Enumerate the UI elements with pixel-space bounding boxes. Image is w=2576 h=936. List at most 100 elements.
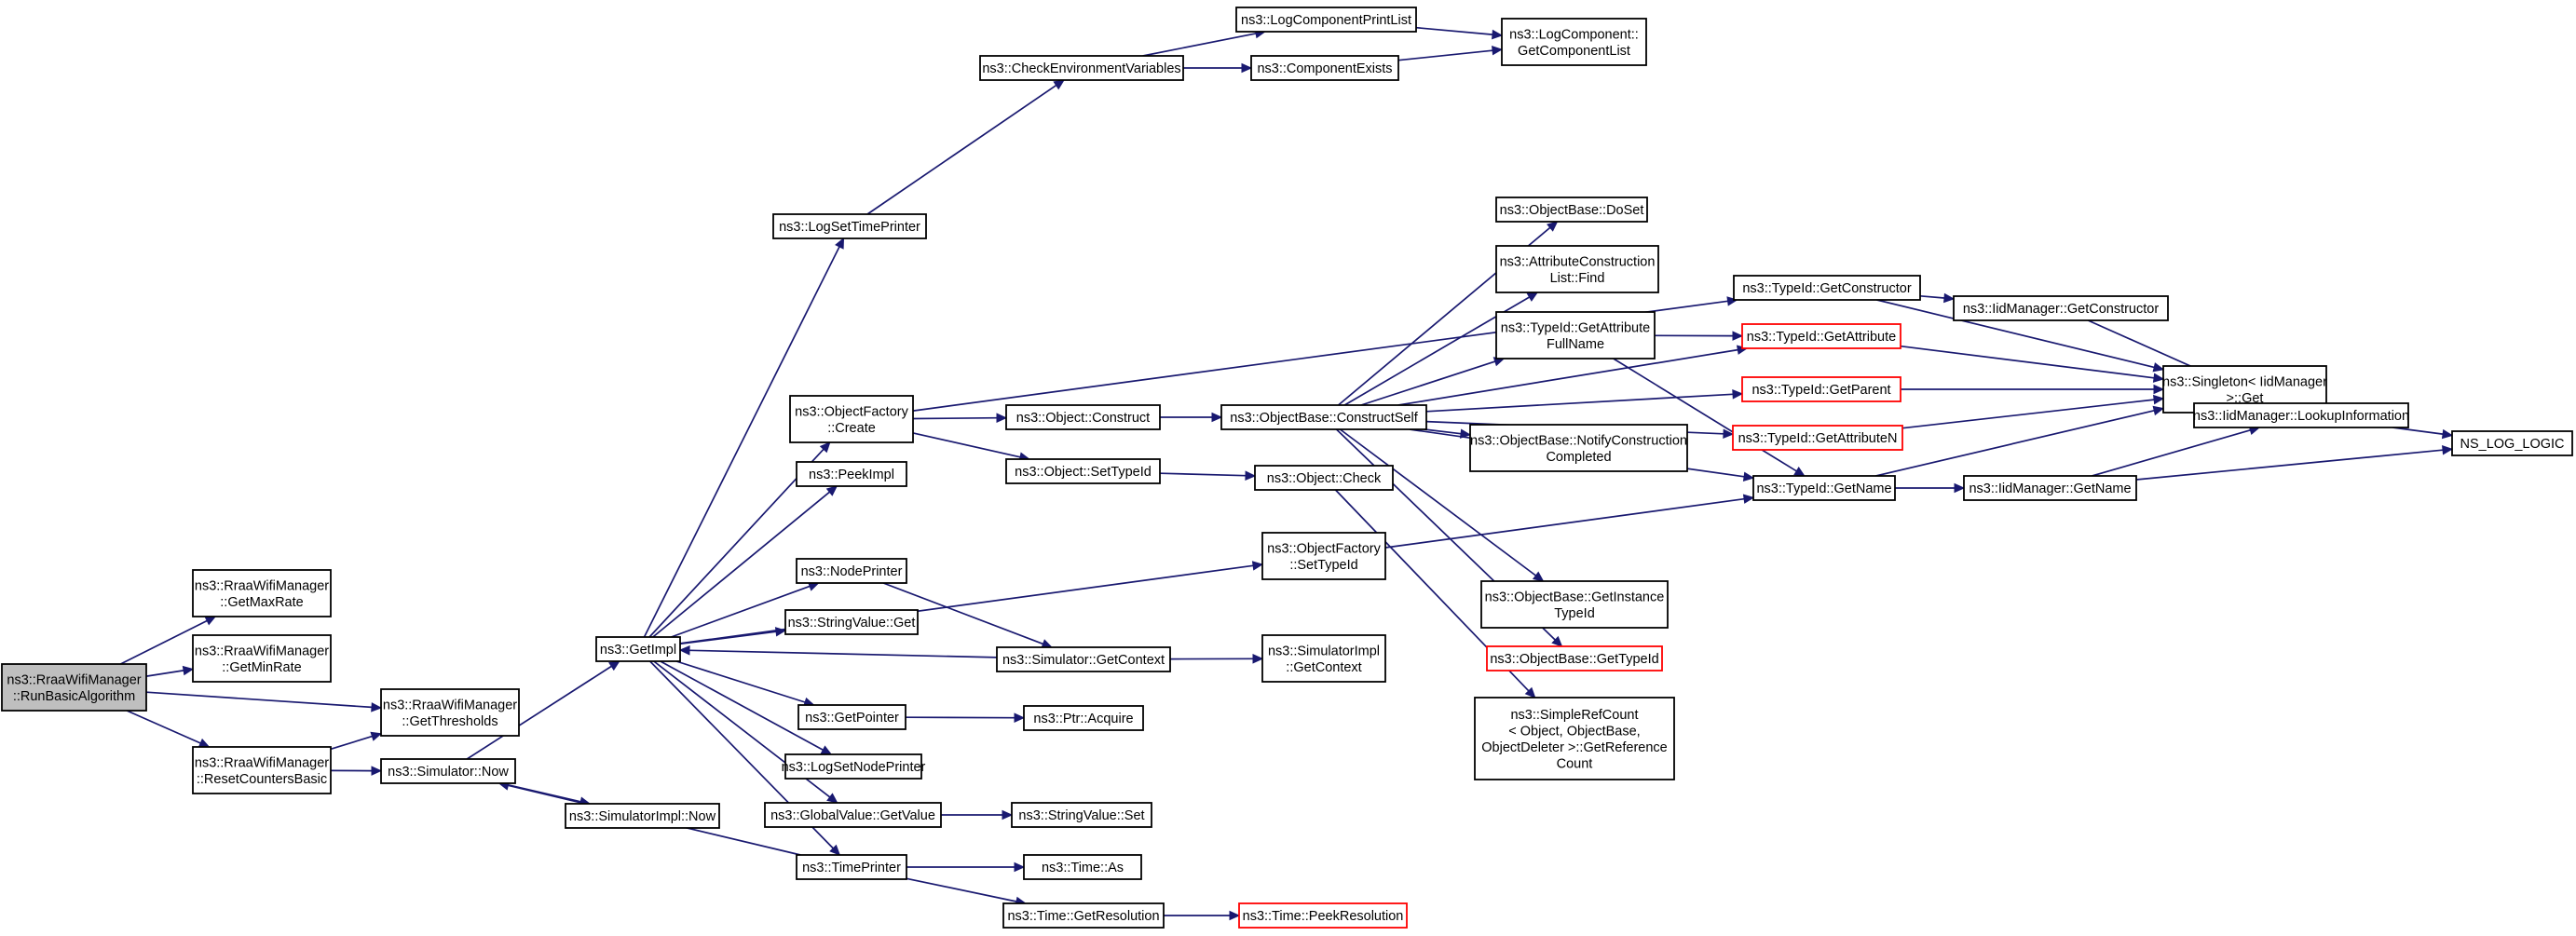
node-iidmgrgetname[interactable]: ns3::IidManager::GetName	[1963, 475, 2137, 501]
node-typeidgetattribute[interactable]: ns3::TypeId::GetAttribute	[1741, 323, 1901, 349]
node-lookupinfo[interactable]: ns3::IidManager::LookupInformation	[2193, 402, 2409, 428]
node-typeidgetname[interactable]: ns3::TypeId::GetName	[1752, 475, 1896, 501]
node-box	[1741, 376, 1901, 402]
edge-getattrfullname-to-typeidgetattribute	[1654, 331, 1744, 341]
edge-typeidgetconstructor-to-iidmgrgetconstructor	[1919, 292, 1956, 304]
node-box	[1235, 7, 1417, 33]
node-stringvalueget[interactable]: ns3::StringValue::Get	[784, 609, 919, 635]
node-simplerefcount[interactable]: ns3::SimpleRefCount< Object, ObjectBase,…	[1474, 697, 1675, 780]
node-iidmgrgetconstructor[interactable]: ns3::IidManager::GetConstructor	[1953, 295, 2169, 321]
node-box	[1023, 854, 1142, 880]
node-stringvalueset[interactable]: ns3::StringValue::Set	[1011, 802, 1152, 828]
node-ptracquire[interactable]: ns3::Ptr::Acquire	[1023, 705, 1144, 731]
edge-getimpl-to-getpointer	[675, 660, 815, 707]
node-label: ns3::StringValue::Set	[1018, 808, 1144, 823]
node-simnow[interactable]: ns3::Simulator::Now	[380, 758, 516, 784]
edge-objectconstruct-to-constructself	[1160, 412, 1223, 423]
node-label: NS_LOG_LOGIC	[2460, 437, 2564, 452]
node-label: ns3::TypeId::GetParent	[1751, 383, 1890, 398]
node-box	[796, 558, 907, 584]
node-getminrate[interactable]: ns3::RraaWifiManager::GetMinRate	[192, 634, 332, 683]
node-timeprinter[interactable]: ns3::TimePrinter	[796, 854, 907, 880]
node-label: ns3::ObjectBase::GetInstance	[1485, 590, 1665, 604]
node-constructself[interactable]: ns3::ObjectBase::ConstructSelf	[1220, 404, 1427, 430]
node-root[interactable]: ns3::RraaWifiManager::RunBasicAlgorithm	[1, 663, 147, 712]
node-timegetres[interactable]: ns3::Time::GetResolution	[1002, 902, 1165, 929]
node-label: ns3::RraaWifiManager	[195, 755, 329, 770]
edge-objfactorycreate-to-objectsettypeid	[912, 432, 1030, 462]
node-label: ns3::LogSetNodePrinter	[782, 760, 926, 775]
node-box	[1495, 245, 1659, 293]
node-box	[1733, 275, 1921, 301]
node-timeas[interactable]: ns3::Time::As	[1023, 854, 1142, 880]
node-label: ns3::Simulator::GetContext	[1002, 653, 1165, 668]
node-label: ns3::TypeId::GetAttributeN	[1738, 431, 1898, 446]
node-label: ns3::GetPointer	[805, 711, 899, 726]
node-notifyconst[interactable]: ns3::ObjectBase::NotifyConstructionCompl…	[1469, 424, 1688, 472]
node-simgetcontext[interactable]: ns3::Simulator::GetContext	[996, 646, 1171, 672]
node-timepeekres[interactable]: ns3::Time::PeekResolution	[1238, 902, 1408, 929]
node-typeidgetparent[interactable]: ns3::TypeId::GetParent	[1741, 376, 1901, 402]
node-box	[1254, 465, 1394, 491]
node-logsetnodeprinter[interactable]: ns3::LogSetNodePrinter	[782, 753, 926, 780]
node-getthresholds[interactable]: ns3::RraaWifiManager::GetThresholds	[380, 688, 520, 737]
node-label: < Object, ObjectBase,	[1508, 724, 1640, 739]
node-label: ::RunBasicAlgorithm	[13, 689, 135, 704]
node-label: ns3::Object::Construct	[1016, 411, 1150, 426]
node-label: Completed	[1546, 450, 1611, 465]
edge-getimpl-to-objfactorycreate	[648, 441, 831, 638]
node-resetcounters[interactable]: ns3::RraaWifiManager::ResetCountersBasic	[192, 746, 332, 794]
edge-typeidgetattribute-to-singletonget	[1900, 345, 2165, 383]
node-logcompgetlist[interactable]: ns3::LogComponent::GetComponentList	[1501, 18, 1647, 66]
node-singletonget[interactable]: ns3::Singleton< IidManager>::Get	[2162, 365, 2327, 414]
node-logcompprintlist[interactable]: ns3::LogComponentPrintList	[1235, 7, 1417, 33]
node-objfactorycreate[interactable]: ns3::ObjectFactory::Create	[789, 395, 914, 443]
node-simimplgetcontext[interactable]: ns3::SimulatorImpl::GetContext	[1261, 634, 1386, 683]
node-label: ns3::LogSetTimePrinter	[779, 220, 920, 235]
node-label: ns3::NodePrinter	[801, 564, 903, 579]
node-getmaxrate[interactable]: ns3::RraaWifiManager::GetMaxRate	[192, 569, 332, 617]
node-globalvaluegetvalue[interactable]: ns3::GlobalValue::GetValue	[764, 802, 942, 828]
node-checkenv[interactable]: ns3::CheckEnvironmentVariables	[979, 55, 1184, 81]
node-label: ::GetContext	[1286, 660, 1361, 675]
node-objectsettypeid[interactable]: ns3::Object::SetTypeId	[1005, 458, 1161, 484]
node-getimpl[interactable]: ns3::GetImpl	[595, 636, 681, 662]
edge-iidmgrgetname-to-lookupinfo	[2092, 425, 2261, 477]
node-label: ns3::RraaWifiManager	[195, 644, 329, 658]
node-label: ns3::Time::As	[1042, 861, 1124, 875]
node-nodeprinter[interactable]: ns3::NodePrinter	[796, 558, 907, 584]
node-nslogiclogic[interactable]: NS_LOG_LOGIC	[2451, 430, 2573, 456]
node-peekimpl[interactable]: ns3::PeekImpl	[796, 461, 907, 487]
edge-constructself-to-getinstancetypeid	[1339, 428, 1545, 582]
node-label: ns3::Object::Check	[1267, 471, 1382, 486]
node-typeidgetconstructor[interactable]: ns3::TypeId::GetConstructor	[1733, 275, 1921, 301]
node-getpointer[interactable]: ns3::GetPointer	[797, 704, 906, 730]
node-simimplnow[interactable]: ns3::SimulatorImpl::Now	[565, 803, 720, 829]
node-doset[interactable]: ns3::ObjectBase::DoSet	[1495, 197, 1648, 223]
edge-resetcounters-to-simnow	[330, 766, 383, 776]
node-label: ns3::ObjectBase::GetTypeId	[1490, 652, 1658, 667]
node-typeidgetattributen[interactable]: ns3::TypeId::GetAttributeN	[1732, 425, 1903, 451]
node-box	[1005, 458, 1161, 484]
node-label: >::Get	[2227, 391, 2264, 406]
node-label: ns3::Singleton< IidManager	[2162, 374, 2327, 389]
node-objfactorysettypeid[interactable]: ns3::ObjectFactory::SetTypeId	[1261, 532, 1386, 580]
node-objectconstruct[interactable]: ns3::Object::Construct	[1005, 404, 1161, 430]
node-box	[1501, 18, 1647, 66]
node-componentexists[interactable]: ns3::ComponentExists	[1250, 55, 1399, 81]
node-label: ns3::AttributeConstruction	[1500, 254, 1656, 269]
node-label: ns3::ObjectBase::NotifyConstruction	[1470, 433, 1687, 448]
node-label: ns3::PeekImpl	[809, 468, 894, 482]
edge-objfactorysettypeid-to-typeidgetname	[1384, 494, 1755, 549]
edge-timeprinter-to-timeas	[906, 861, 1026, 873]
node-objbasegettypeid[interactable]: ns3::ObjectBase::GetTypeId	[1486, 645, 1663, 671]
edge-getpointer-to-ptracquire	[905, 712, 1026, 723]
node-objectcheck[interactable]: ns3::Object::Check	[1254, 465, 1394, 491]
node-box	[1480, 580, 1669, 629]
edge-timegetres-to-timepeekres	[1164, 910, 1241, 921]
node-label: ns3::Ptr::Acquire	[1033, 712, 1133, 726]
node-logsettimeprinter[interactable]: ns3::LogSetTimePrinter	[772, 213, 927, 239]
